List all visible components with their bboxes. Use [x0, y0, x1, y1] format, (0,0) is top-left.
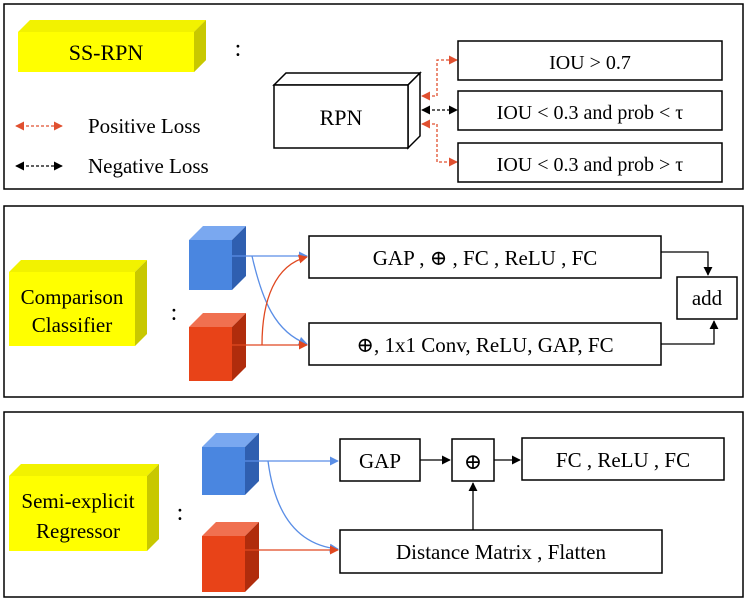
- ss-rpn-colon: :: [235, 36, 242, 62]
- regressor-fc-label: FC , ReLU , FC: [556, 448, 690, 472]
- regressor-blue-to-distance-arrow: [267, 460, 339, 553]
- positive-loss-arrow-2: [421, 119, 458, 167]
- regressor-label-line2: Regressor: [36, 519, 120, 543]
- comparison-top-to-add-arrow: [661, 251, 713, 276]
- rpn-box-side: [407, 71, 421, 150]
- regressor-label-line1: Semi-explicit: [21, 489, 134, 513]
- positive-loss-legend-label: Positive Loss: [88, 114, 201, 138]
- regressor-fc-box: [521, 437, 725, 481]
- comparison-blue-to-bottom-arrow: [251, 255, 308, 346]
- negative-loss-legend-label: Negative Loss: [88, 154, 209, 178]
- ss-rpn-panel: SS-RPN : Positive Loss Negative Loss RPN…: [3, 3, 744, 190]
- comparison-bottom-branch-label: ⊕, 1x1 Conv, ReLU, GAP, FC: [356, 333, 613, 357]
- comparison-top-branch-label: GAP , ⊕ , FC , ReLU , FC: [373, 246, 598, 270]
- regressor-distance-label: Distance Matrix , Flatten: [396, 540, 606, 564]
- ss-rpn-label-face: [18, 32, 194, 72]
- condition-box-1: [457, 40, 723, 81]
- ss-rpn-frame: [3, 3, 744, 190]
- regressor-colon: :: [177, 500, 184, 526]
- comparison-blue-feature-cube: [189, 226, 246, 290]
- comparison-frame: [3, 205, 744, 398]
- comparison-label-side: [135, 260, 147, 346]
- comparison-add-label: add: [692, 286, 723, 310]
- condition-box-2: [457, 90, 723, 131]
- comparison-label-block: Comparison Classifier: [9, 260, 147, 346]
- ss-rpn-label-right: [194, 20, 206, 72]
- condition-label-3: IOU < 0.3 and prob > τ: [497, 154, 684, 176]
- regressor-frame: [3, 411, 744, 598]
- ss-rpn-label: SS-RPN: [69, 40, 144, 65]
- comparison-colon: :: [171, 300, 178, 326]
- regressor-label-side: [147, 464, 159, 551]
- regressor-panel: Semi-explicit Regressor : GAP ⊕ FC , ReL…: [3, 411, 744, 598]
- regressor-blue-feature-cube: [202, 433, 259, 495]
- comparison-label-top: [9, 260, 147, 272]
- regressor-gap-box: [339, 438, 421, 482]
- condition-label-2: IOU < 0.3 and prob < τ: [497, 102, 684, 124]
- rpn-box-top: [272, 72, 422, 86]
- regressor-label-block: Semi-explicit Regressor: [9, 464, 159, 551]
- condition-box-3: [457, 142, 723, 183]
- comparison-red-feature-cube: [189, 313, 246, 381]
- comparison-top-branch-box: [308, 235, 662, 279]
- comparison-add-box: [676, 276, 738, 320]
- rpn-label: RPN: [320, 105, 363, 130]
- comparison-label-line2: Classifier: [32, 313, 112, 337]
- ss-rpn-label-block: SS-RPN: [18, 20, 206, 72]
- comparison-bottom-to-add-arrow: [661, 320, 719, 345]
- comparison-label-face: [9, 272, 135, 346]
- condition-label-1: IOU > 0.7: [549, 52, 631, 74]
- comparison-panel: Comparison Classifier : GAP , ⊕ , FC , R…: [3, 205, 744, 398]
- ss-rpn-label-top: [18, 20, 206, 32]
- rpn-box-face: [273, 84, 409, 149]
- rpn-box: RPN: [272, 71, 422, 150]
- regressor-gap-label: GAP: [359, 449, 401, 473]
- regressor-label-top: [9, 464, 159, 476]
- regressor-red-feature-cube: [202, 522, 259, 592]
- regressor-concat-box: [451, 438, 495, 482]
- comparison-bottom-branch-box: [308, 322, 662, 366]
- comparison-label-line1: Comparison: [21, 285, 124, 309]
- positive-loss-arrow-1: [421, 55, 458, 101]
- regressor-label-face: [9, 476, 147, 551]
- regressor-distance-box: [339, 529, 663, 574]
- regressor-concat-label: ⊕: [464, 449, 482, 474]
- comparison-red-to-top-arrow: [261, 254, 308, 346]
